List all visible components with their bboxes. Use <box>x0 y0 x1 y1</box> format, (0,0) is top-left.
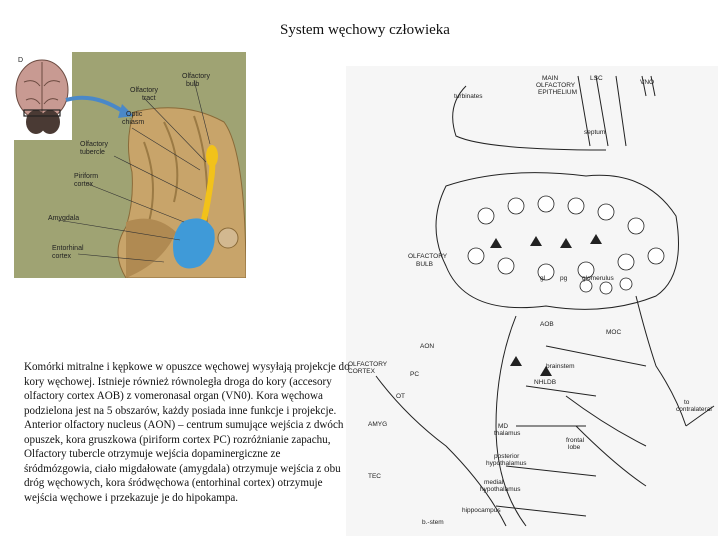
label-pc: PC <box>410 371 419 378</box>
olfactory-bulb <box>206 145 218 167</box>
label-ot: OT <box>396 393 405 400</box>
label-piriform-cortex: Piriform cortex <box>74 173 100 188</box>
label-amygdala: Amygdala <box>48 215 79 222</box>
label-pg: pg <box>560 275 568 282</box>
brainstem-section <box>217 227 239 249</box>
inset-highlight-box <box>23 109 61 117</box>
label-olfactory-bulb: Olfactory bulb <box>182 73 212 88</box>
label-main-olfactory-epithelium: MAIN OLFACTORY EPITHELIUM <box>536 75 577 96</box>
brain-anatomy-figure: D Olfactory bulb Olfactory tract Optic c… <box>14 52 246 278</box>
label-entorhinal-cortex: Entorhinal cortex <box>52 245 85 260</box>
inset-cerebellum-right <box>40 110 60 134</box>
label-nhldb: NHLDB <box>534 379 556 386</box>
label-hippocampus: hippocampus <box>462 507 501 514</box>
label-to-contralateral: to contralateral <box>676 399 712 413</box>
amygdala <box>173 218 215 269</box>
label-b-stem: b.-stem <box>422 519 444 526</box>
label-turbinates: turbinates <box>454 93 483 100</box>
slide-title: System węchowy człowieka <box>280 22 450 38</box>
label-olfactory-cortex: OLFACTORY CORTEX <box>348 361 389 375</box>
label-olfactory-bulb: OLFACTORY BULB <box>408 253 449 268</box>
pointer-arrow <box>65 95 126 114</box>
label-septum: septum <box>584 129 605 136</box>
vno-marks <box>641 75 656 97</box>
olfactory-pathway-diagram: MAIN OLFACTORY EPITHELIUM LSC VNO turbin… <box>346 66 718 536</box>
label-olfactory-tubercle: Olfactory tubercle <box>80 141 110 156</box>
label-amyg: AMYG <box>368 421 387 428</box>
label-frontal-lobe: frontal lobe <box>566 437 586 451</box>
label-md-thalamus: MD thalamus <box>494 423 521 437</box>
label-optic-chiasm: Optic chiasm <box>122 111 144 126</box>
description-paragraph: Komórki mitralne i kępkowe w opuszce węc… <box>24 361 350 504</box>
label-medial-hypothalamus: medial hypothalamus <box>480 479 521 493</box>
tract-right <box>635 295 687 427</box>
label-gl: gl <box>540 275 546 282</box>
label-lsc: LSC <box>590 75 603 82</box>
nasal-contour <box>452 85 607 151</box>
label-vno: VNO <box>640 79 654 86</box>
epithelium-fibres <box>577 75 627 147</box>
label-aon: AON <box>420 343 434 350</box>
label-tec: TEC <box>368 473 381 480</box>
bulb-cells <box>467 195 665 295</box>
label-posterior-hypothalamus: posterior hypothalamus <box>486 453 527 467</box>
bulb-outline <box>435 172 679 310</box>
label-moc: MOC <box>606 329 621 336</box>
contralateral-arrow <box>685 405 715 427</box>
svg-text:D: D <box>18 57 23 64</box>
label-aob: AOB <box>540 321 554 328</box>
label-olfactory-tract: Olfactory tract <box>130 87 160 102</box>
mitral-cells <box>490 234 602 376</box>
label-brainstem: brainstem <box>546 363 575 370</box>
cortex-outline <box>375 375 507 527</box>
label-glomerulus: glomerulus <box>582 275 615 282</box>
tract-left <box>495 315 527 527</box>
